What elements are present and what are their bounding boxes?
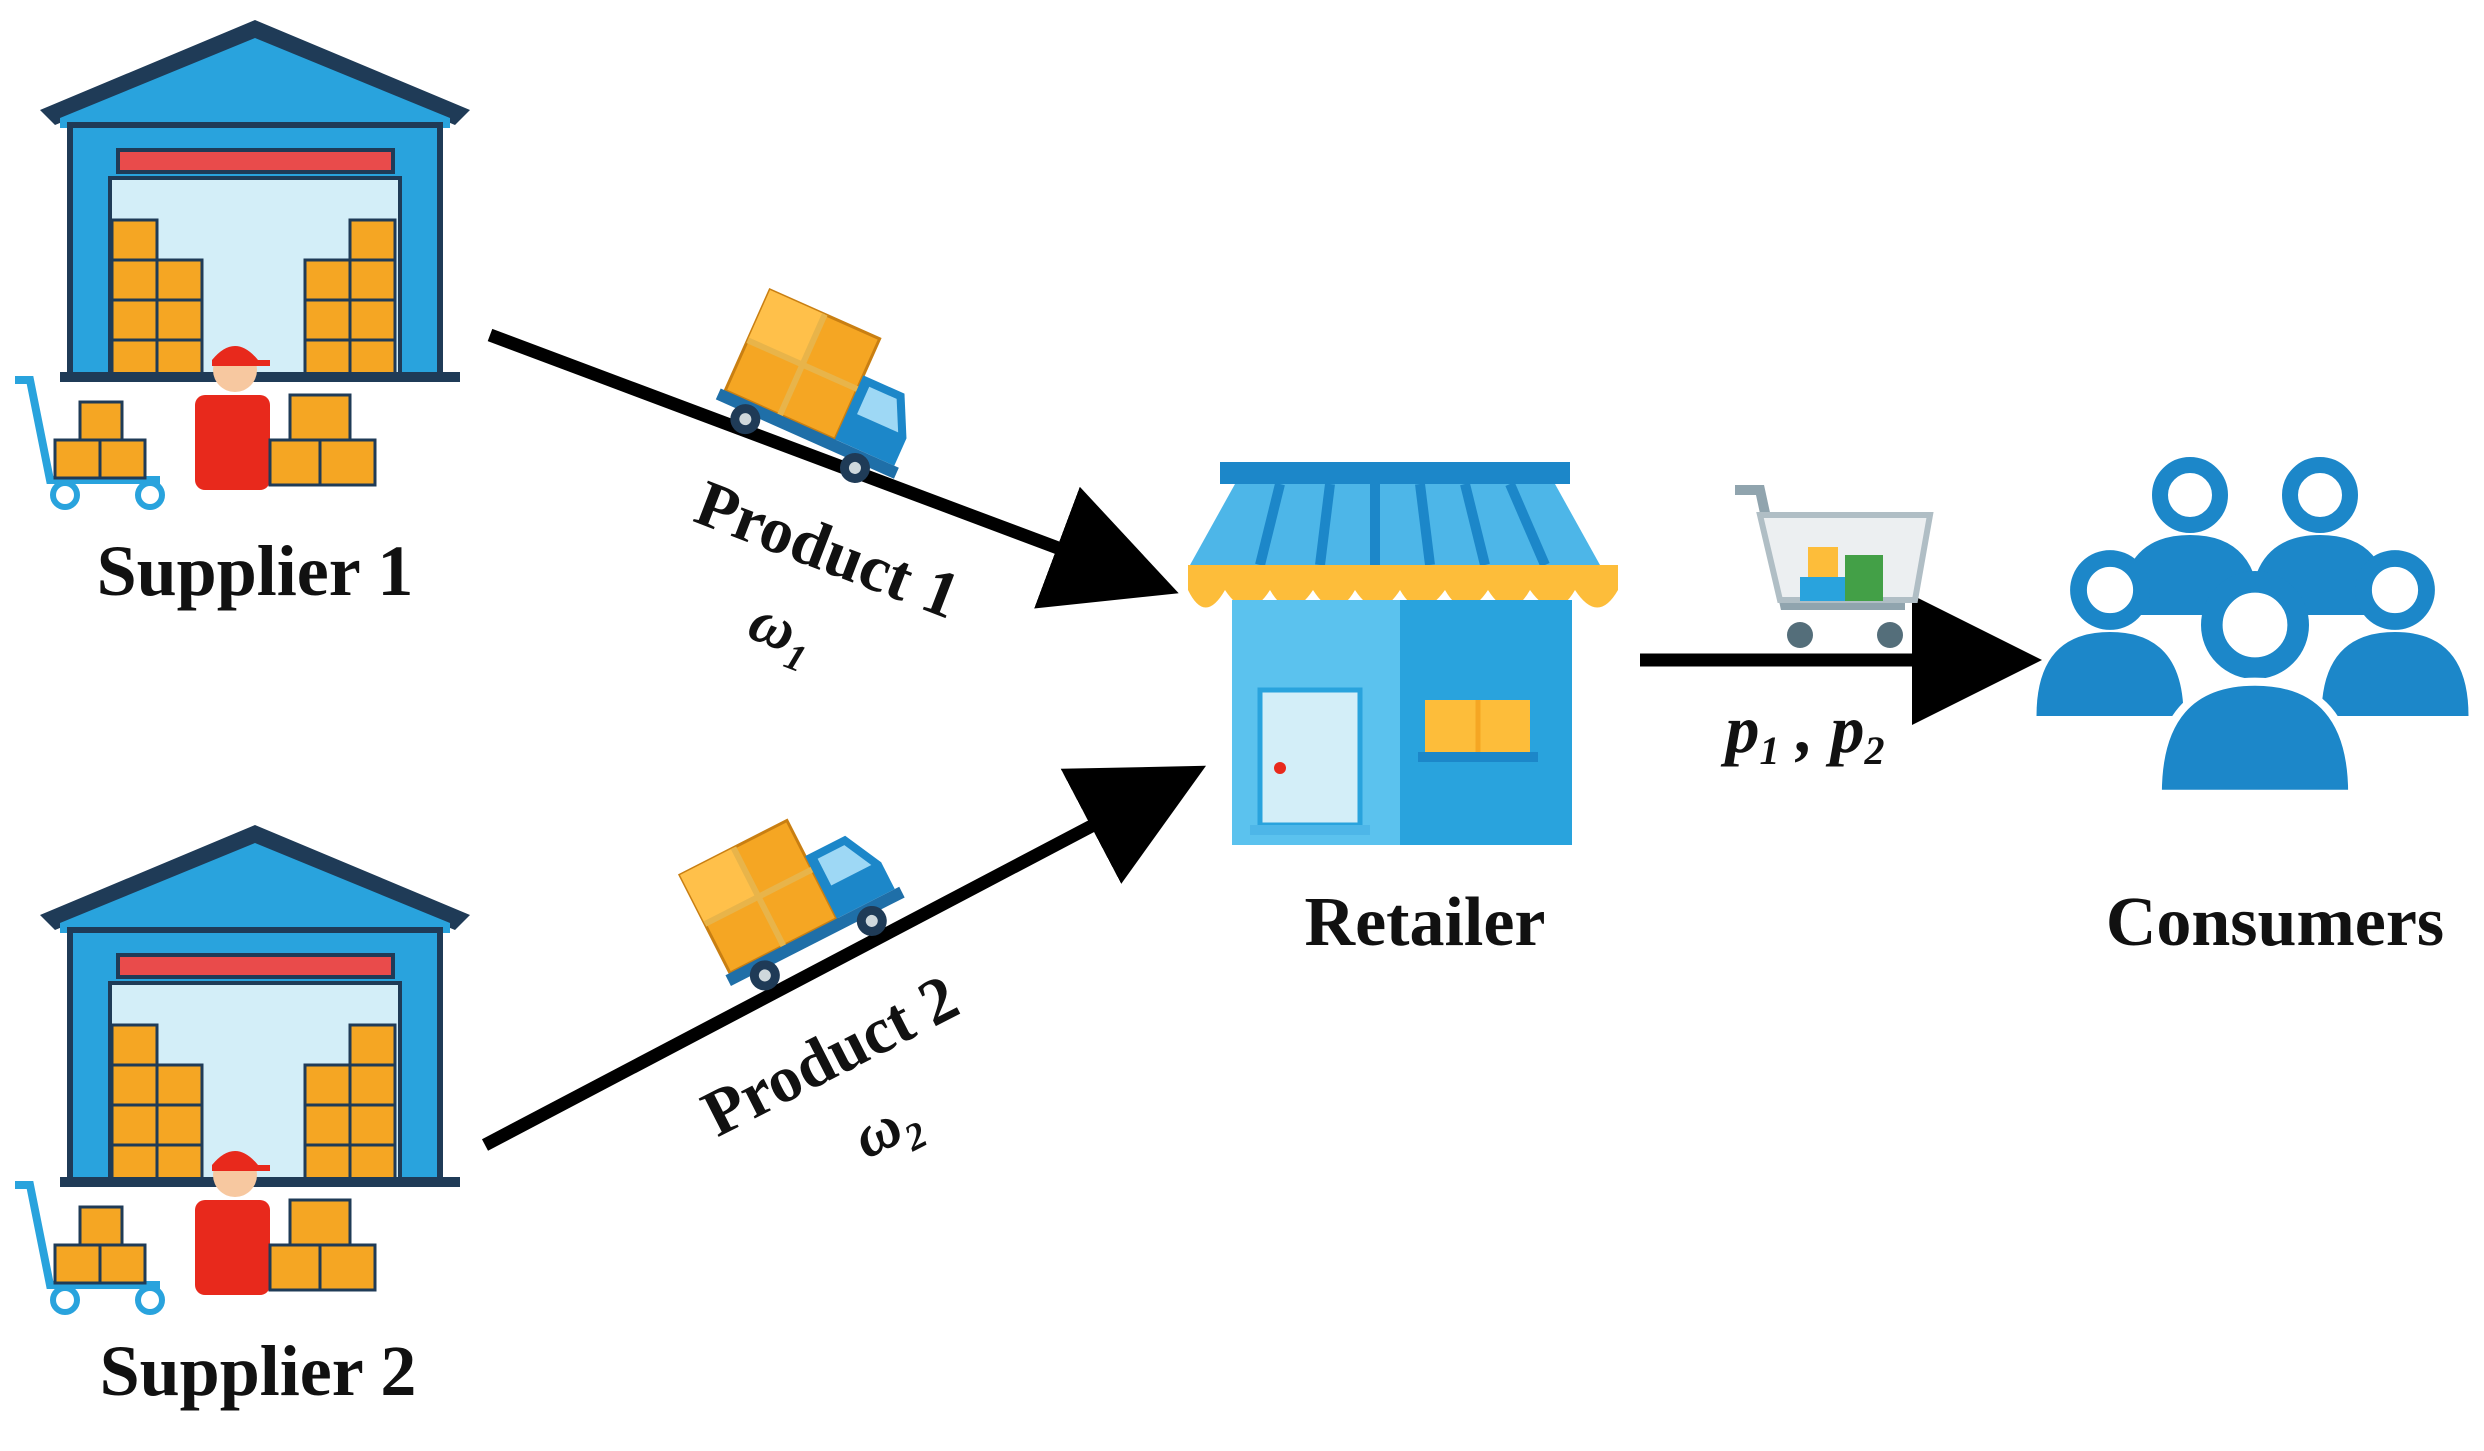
omega-2-label: ω2 xyxy=(842,1082,934,1180)
supplier-1-label: Supplier 1 xyxy=(97,531,414,611)
arrow-product-2 xyxy=(481,765,1207,1151)
omega-1-label: ω1 xyxy=(737,586,824,681)
people-group-icon xyxy=(2036,465,2468,798)
consumers-label: Consumers xyxy=(2106,884,2444,961)
retailer-node: Retailer xyxy=(1188,462,1618,961)
shopping-cart-icon xyxy=(1735,485,1934,648)
edge-supplier2-retailer: Product 2 ω2 xyxy=(481,739,1207,1180)
warehouse-icon xyxy=(15,20,470,507)
edge-supplier1-retailer: Product 1 ω1 xyxy=(487,288,1179,681)
store-icon xyxy=(1188,462,1618,845)
retailer-label: Retailer xyxy=(1305,884,1546,961)
supplier-2-label: Supplier 2 xyxy=(100,1331,417,1411)
warehouse-icon xyxy=(15,825,470,1312)
price-labels: p1 , p2 xyxy=(1721,691,1885,773)
consumers-node: Consumers xyxy=(2036,465,2468,961)
arrow-product-1 xyxy=(487,328,1179,609)
product-1-label: Product 1 xyxy=(686,466,969,633)
product-2-label: Product 2 xyxy=(691,961,970,1151)
edge-retailer-consumers: p1 , p2 xyxy=(1640,485,2042,773)
supplier-2-node: Supplier 2 xyxy=(15,825,470,1411)
supplier-1-node: Supplier 1 xyxy=(15,20,470,611)
